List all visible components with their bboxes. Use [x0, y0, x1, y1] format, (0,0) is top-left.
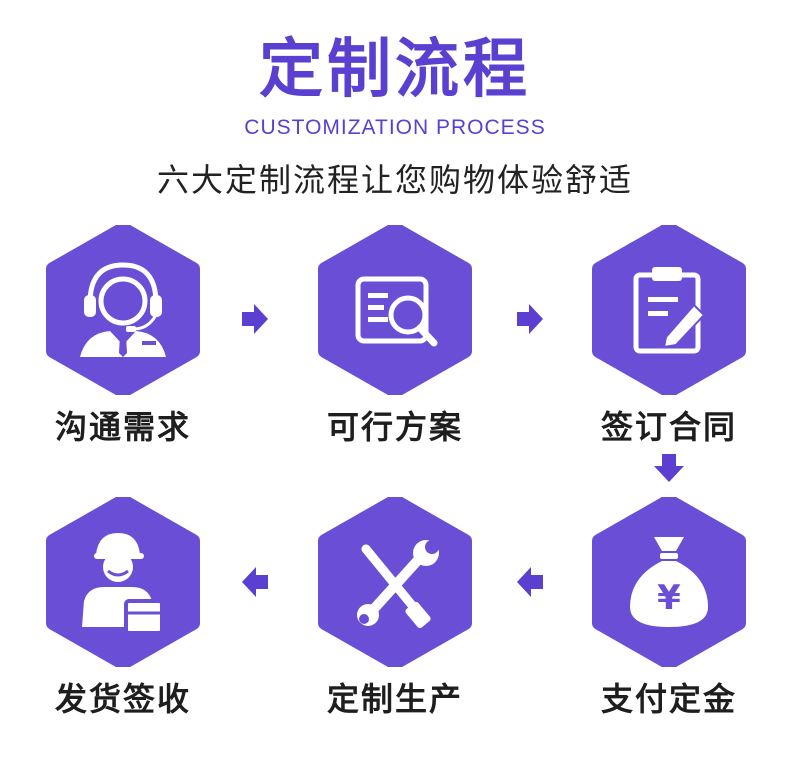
hexagon-badge [38, 225, 208, 395]
customer-service-icon [80, 262, 166, 357]
arrow-right-icon [242, 304, 268, 334]
step-label: 可行方案 [326, 408, 463, 446]
clipboard-sign-icon [633, 267, 706, 354]
step-label: 签订合同 [600, 408, 737, 446]
money-bag-icon: ¥ [630, 537, 708, 627]
document-search-icon [355, 276, 438, 347]
hexagon-badge [310, 497, 480, 667]
page-title: 定制流程 [259, 33, 531, 107]
arrow-left-icon [517, 567, 543, 597]
currency-symbol: ¥ [657, 578, 681, 618]
subtitle-chinese: 六大定制流程让您购物体验舒适 [156, 161, 633, 199]
delivery-person-icon [82, 533, 164, 635]
tools-icon [357, 540, 439, 629]
step-label: 沟通需求 [54, 408, 191, 446]
hexagon-badge [310, 225, 480, 395]
arrow-right-icon [517, 304, 543, 334]
arrow-down-icon [654, 454, 684, 482]
arrow-left-icon [242, 567, 268, 597]
subtitle-english: CUSTOMIZATION PROCESS [244, 116, 546, 139]
step-label: 发货签收 [54, 680, 191, 718]
hexagon-badge: ¥ [584, 497, 754, 667]
hexagon-badge [584, 225, 754, 395]
hexagon-badge [38, 497, 208, 667]
step-label: 支付定金 [600, 680, 737, 718]
step-label: 定制生产 [326, 680, 463, 718]
